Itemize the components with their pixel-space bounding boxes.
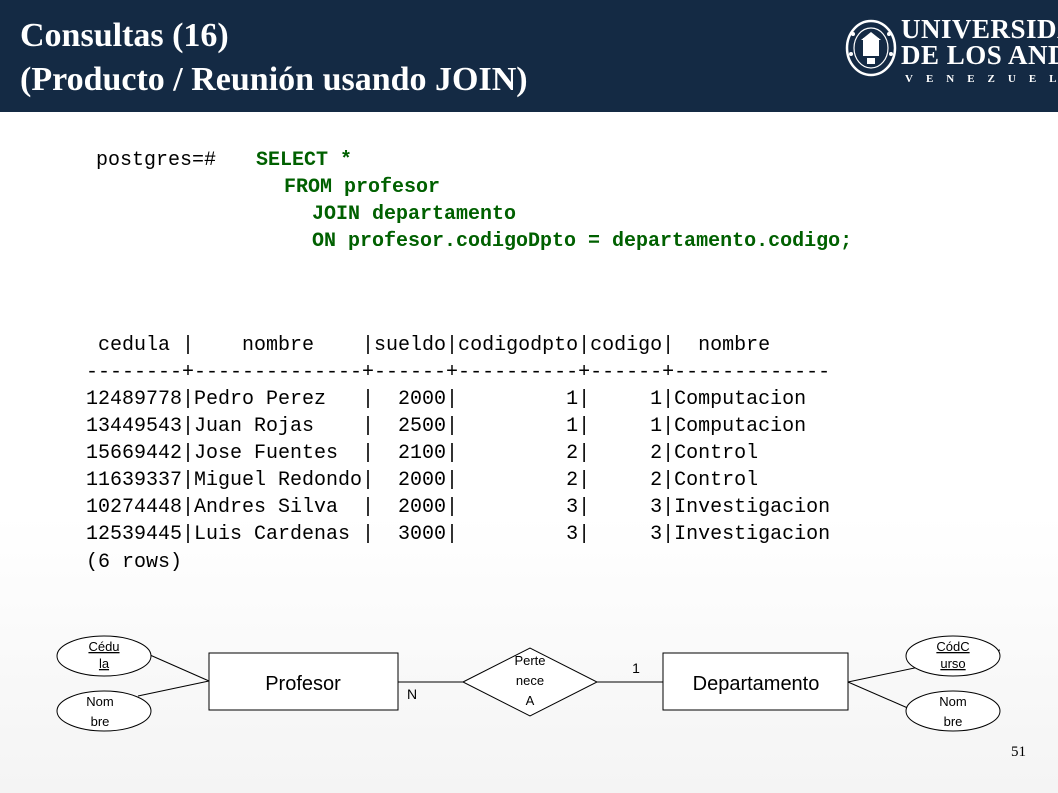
page-number: 51: [1011, 744, 1026, 760]
relationship-pertenece: Perte nece A: [461, 647, 599, 717]
query-result: cedula | nombre |sueldo|codigodpto|codig…: [86, 332, 830, 548]
relationship-label-2: nece: [516, 673, 544, 688]
slide-header: Consultas (16) (Producto / Reunión usand…: [0, 0, 1058, 112]
logo-text-line1: UNIVERSIDAD: [901, 14, 1058, 44]
attribute-nombre-departamento: Nom bre: [905, 690, 1001, 732]
cardinality-n: N: [407, 686, 417, 702]
sql-line-from: FROM profesor: [284, 176, 441, 199]
entity-profesor: Profesor: [208, 652, 399, 711]
er-diagram: Cédu la Nom bre Profesor N 1 Perte nece …: [56, 635, 1001, 732]
connector-line: [847, 681, 911, 710]
attribute-nombre-dpto-label-2: bre: [944, 714, 963, 729]
university-logo: UNIVERSIDAD DE LOS ANDES VENEZUELA: [843, 14, 1058, 90]
relationship-label-1: Perte: [514, 653, 545, 668]
attribute-nombre-profesor: Nom bre: [56, 690, 152, 732]
attribute-codcurso: CódC urso: [905, 635, 1001, 677]
sql-line-on: ON profesor.codigoDpto = departamento.co…: [312, 230, 853, 253]
connector-line: [137, 680, 210, 697]
result-row: 15669442|Jose Fuentes | 2100| 2| 2|Contr…: [86, 442, 759, 465]
psql-prompt: postgres=#: [96, 149, 217, 172]
entity-departamento-label: Departamento: [693, 673, 820, 695]
slide-title-line2: (Producto / Reunión usando JOIN): [20, 61, 528, 98]
logo-text-line3: VENEZUELA: [905, 73, 1058, 85]
slide-title-line1: Consultas (16): [20, 17, 229, 54]
entity-departamento: Departamento: [662, 652, 849, 711]
result-header: cedula | nombre |sueldo|codigodpto|codig…: [86, 334, 771, 357]
sql-line-join: JOIN departamento: [312, 203, 517, 226]
result-separator: --------+--------------+------+---------…: [86, 361, 831, 384]
attribute-codcurso-label-2: urso: [940, 656, 965, 671]
university-seal-icon: [845, 19, 897, 77]
result-row: 11639337|Miguel Redondo| 2000| 2| 2|Cont…: [86, 469, 759, 492]
connector-line: [149, 654, 210, 682]
logo-text-line2: DE LOS ANDES: [901, 40, 1058, 70]
attribute-codcurso-label-1: CódC: [936, 639, 969, 654]
attribute-nombre-dpto-label-1: Nom: [939, 694, 966, 709]
sql-line-select: SELECT *: [256, 149, 353, 172]
relationship-label-3: A: [526, 693, 535, 708]
result-row: 12489778|Pedro Perez | 2000| 1| 1|Comput…: [86, 388, 807, 411]
result-row: 13449543|Juan Rojas | 2500| 1| 1|Computa…: [86, 415, 807, 438]
result-row: 12539445|Luis Cardenas | 3000| 3| 3|Inve…: [86, 523, 831, 546]
attribute-nombre-label-1: Nom: [86, 694, 113, 709]
attribute-nombre-label-2: bre: [91, 714, 110, 729]
result-row: 10274448|Andres Silva | 2000| 3| 3|Inves…: [86, 496, 831, 519]
result-row-count: (6 rows): [86, 551, 183, 574]
cardinality-1: 1: [632, 660, 640, 676]
attribute-cedula-label-2: la: [99, 656, 110, 671]
entity-profesor-label: Profesor: [265, 673, 341, 695]
attribute-cedula-label-1: Cédu: [88, 639, 119, 654]
attribute-cedula: Cédu la: [56, 635, 152, 677]
